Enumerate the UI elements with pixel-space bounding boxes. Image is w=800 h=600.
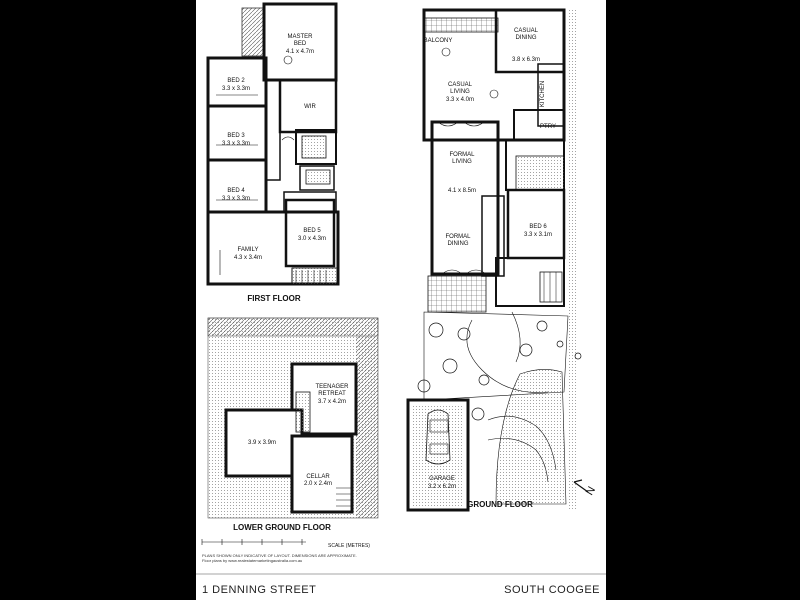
family-label: FAMILY xyxy=(238,247,259,253)
teenager-retreat-size: 3.7 x 4.2m xyxy=(318,399,346,405)
disclaimer-line1: PLANS SHOWN ONLY INDICATIVE OF LAYOUT. D… xyxy=(202,553,357,558)
garage-size: 3.2 x 6.2m xyxy=(428,484,456,490)
wir-label: WIR xyxy=(304,104,316,110)
footer-suburb: SOUTH COOGEE xyxy=(504,584,600,596)
cellar-label: CELLAR xyxy=(306,474,330,480)
ground-floor-plan xyxy=(406,8,582,512)
floor-plan-sheet: MASTER BED 4.1 x 4.7m BED 2 3.3 x 3.3m B… xyxy=(196,0,606,600)
casual-dining-label-line2: DINING xyxy=(516,35,537,41)
first-floor-plan xyxy=(206,2,340,286)
bed3-size: 3.3 x 3.3m xyxy=(222,141,250,147)
formal-living-size: 4.1 x 8.5m xyxy=(448,188,476,194)
formal-living-label: FORMAL xyxy=(449,152,475,158)
bed4-label: BED 4 xyxy=(227,188,245,194)
bed2-label: BED 2 xyxy=(227,78,245,84)
first-floor-title: FIRST FLOOR xyxy=(247,294,301,303)
balcony-label: BALCONY xyxy=(424,38,453,44)
ground-floor-title: GROUND FLOOR xyxy=(467,500,533,509)
disclaimer-line2: Floor plans by www.realestatemarketingau… xyxy=(202,558,303,563)
casual-living-label: CASUAL xyxy=(448,82,473,88)
disclaimer: PLANS SHOWN ONLY INDICATIVE OF LAYOUT. D… xyxy=(202,553,442,563)
casual-living-size: 3.3 x 4.0m xyxy=(446,97,474,103)
formal-living-label-line2: LIVING xyxy=(452,159,472,165)
bed2-size: 3.3 x 3.3m xyxy=(222,86,250,92)
casual-living-label-line2: LIVING xyxy=(450,89,470,95)
scale-bar xyxy=(201,539,306,545)
teenager-retreat-label: TEENAGER xyxy=(315,384,349,390)
footer-address: 1 DENNING STREET xyxy=(202,584,317,596)
lower-ground-floor-plan xyxy=(207,317,379,519)
bed5-label: BED 5 xyxy=(303,228,321,234)
compass-arrow-icon xyxy=(573,479,589,493)
pantry-label: PTRY xyxy=(540,124,556,130)
garage-label: GARAGE xyxy=(429,476,455,482)
master-bed-label-line2: BED xyxy=(294,41,307,47)
formal-dining-label-line2: DINING xyxy=(448,241,469,247)
bed5-size: 3.0 x 4.3m xyxy=(298,236,326,242)
bed6-label: BED 6 xyxy=(529,224,547,230)
cellar-size: 2.0 x 2.4m xyxy=(304,481,332,487)
family-size: 4.3 x 3.4m xyxy=(234,255,262,261)
teenager-retreat-label-line2: RETREAT xyxy=(318,391,346,397)
lower-ground-floor-title: LOWER GROUND FLOOR xyxy=(233,523,331,532)
master-bed-label: MASTER xyxy=(287,34,313,40)
bed6-size: 3.3 x 3.1m xyxy=(524,232,552,238)
casual-dining-label: CASUAL xyxy=(514,28,539,34)
bed3-label: BED 3 xyxy=(227,133,245,139)
lower-room-size: 3.9 x 3.9m xyxy=(248,440,276,446)
compass-north-label: N xyxy=(584,485,598,498)
bed4-size: 3.3 x 3.3m xyxy=(222,196,250,202)
floor-plan-drawing: MASTER BED 4.1 x 4.7m BED 2 3.3 x 3.3m B… xyxy=(196,2,606,575)
scale-label: SCALE (METRES) xyxy=(328,543,370,549)
casual-dining-size: 3.8 x 6.3m xyxy=(512,57,540,63)
kitchen-label: KITCHEN xyxy=(540,81,546,107)
formal-dining-label: FORMAL xyxy=(445,234,471,240)
master-bed-size: 4.1 x 4.7m xyxy=(286,49,314,55)
